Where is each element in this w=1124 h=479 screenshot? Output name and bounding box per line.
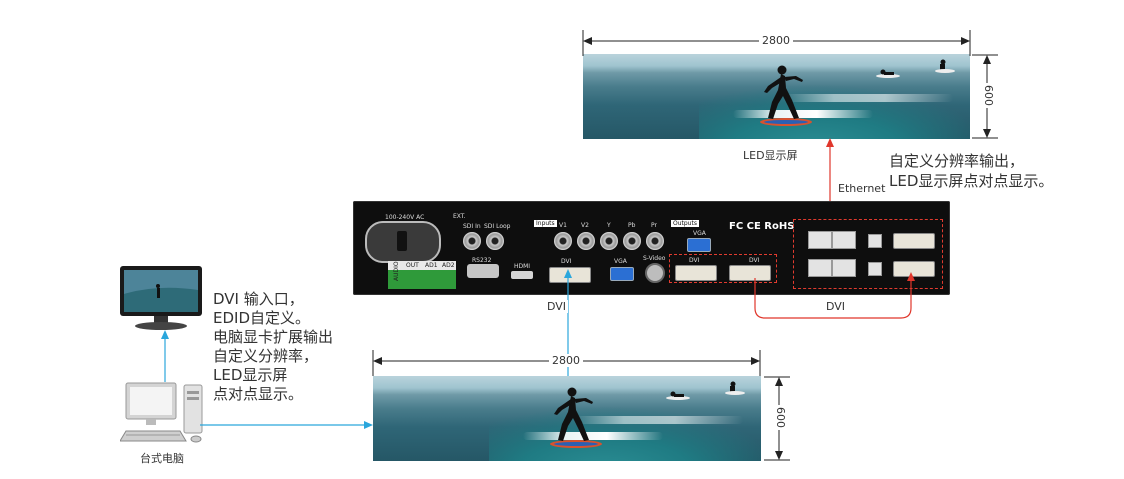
- hdmi-label: HDMI: [514, 263, 531, 270]
- wave-foam: [573, 416, 743, 424]
- sending-card-group: [793, 219, 943, 289]
- audio-out-label: OUT: [406, 262, 419, 269]
- dvi-out2-label: DVI: [749, 257, 760, 264]
- vga-out-label: VGA: [693, 230, 706, 237]
- audio-ad2-label: AD2: [442, 262, 455, 269]
- monitor-icon: [120, 266, 202, 330]
- usb-port-1: [868, 234, 882, 248]
- ethernet-port-1: [808, 231, 832, 249]
- dvi-input-label: DVI: [545, 300, 569, 313]
- bottom-height-label: 600: [774, 405, 787, 430]
- video-processor-back-panel: 100-240V AC OUT AD1 AD2 AUDIO EXT. SDI I…: [353, 201, 950, 295]
- sdi-loop-label: SDI Loop: [484, 223, 511, 230]
- dvi-loop-label: DVI: [824, 300, 848, 313]
- input-note-line: 自定义分辨率，: [213, 347, 319, 365]
- wave-foam: [783, 94, 953, 102]
- y-port: [600, 232, 618, 250]
- audio-ad1-label: AD1: [425, 262, 438, 269]
- input-note-line: 点对点显示。: [213, 385, 304, 403]
- distant-surfers: [876, 59, 955, 78]
- rs232-port: [467, 264, 499, 278]
- top-height-label: 600: [982, 83, 995, 108]
- bottom-led-screen-image: [373, 376, 761, 461]
- ethernet-port-4: [832, 259, 856, 277]
- dvi-out2-port: [729, 265, 771, 281]
- pc-to-screen-arrow: [200, 421, 373, 429]
- v1-port: [554, 232, 572, 250]
- dvi-out1-label: DVI: [689, 257, 700, 264]
- dvi-in-label: DVI: [561, 258, 572, 265]
- bottom-width-label: 2800: [549, 354, 583, 367]
- wave-foam: [733, 110, 873, 118]
- sdi-in-label: SDI In: [463, 223, 481, 230]
- wave-foam: [523, 432, 663, 440]
- computer-label: 台式电脑: [140, 452, 184, 465]
- output-note-line: LED显示屏点对点显示。: [889, 172, 1054, 190]
- svideo-port: [645, 263, 665, 283]
- rs232-label: RS232: [472, 257, 492, 264]
- outputs-label: Outputs: [671, 220, 699, 227]
- ethernet-label: Ethernet: [838, 182, 886, 195]
- svideo-label: S-Video: [643, 255, 666, 262]
- v1-label: V1: [559, 222, 567, 229]
- vga-in-port: [610, 267, 634, 281]
- surfer-figure: [550, 387, 602, 448]
- power-socket: [365, 221, 441, 263]
- pr-port: [646, 232, 664, 250]
- top-width-label: 2800: [759, 34, 793, 47]
- input-note-line: DVI 输入口，: [213, 290, 304, 308]
- y-label: Y: [607, 222, 611, 229]
- ethernet-port-3: [808, 259, 832, 277]
- surfer-figure: [760, 65, 812, 126]
- pb-port: [623, 232, 641, 250]
- pr-label: Pr: [651, 222, 657, 229]
- input-note-line: LED显示屏: [213, 366, 288, 384]
- top-screen-caption: LED显示屏: [743, 149, 798, 162]
- inputs-label: Inputs: [534, 220, 557, 227]
- vga-out-port: [687, 238, 711, 252]
- output-note: 自定义分辨率输出， LED显示屏点对点显示。: [889, 151, 1053, 191]
- certification-marks: FC CE RoHS: [729, 221, 795, 232]
- card-dvi-port-1: [893, 233, 935, 249]
- input-note-line: EDID自定义。: [213, 309, 311, 327]
- audio-terminal: [388, 261, 456, 289]
- power-label: 100-240V AC: [385, 214, 425, 221]
- hdmi-port: [511, 271, 533, 279]
- pc-to-monitor-arrow: [161, 330, 169, 382]
- ethernet-port-2: [832, 231, 856, 249]
- sdi-loop-port: [486, 232, 504, 250]
- dvi-loop-connection: [754, 272, 915, 319]
- input-note-line: 电脑显卡扩展输出: [213, 328, 334, 346]
- audio-label: AUDIO: [393, 261, 400, 281]
- top-led-screen-image: [583, 54, 970, 139]
- distant-surfers: [666, 381, 745, 400]
- dvi-out1-port: [675, 265, 717, 281]
- v2-port: [577, 232, 595, 250]
- card-dvi-port-2: [893, 261, 935, 277]
- ext-label: EXT.: [453, 213, 466, 220]
- v2-label: V2: [581, 222, 589, 229]
- pb-label: Pb: [628, 222, 636, 229]
- sdi-in-port: [463, 232, 481, 250]
- output-note-line: 自定义分辨率输出，: [889, 152, 1025, 170]
- desktop-computer-icon: [120, 382, 203, 443]
- usb-port-2: [868, 262, 882, 276]
- vga-in-label: VGA: [614, 258, 627, 265]
- input-note: DVI 输入口， EDID自定义。 电脑显卡扩展输出 自定义分辨率， LED显示…: [213, 290, 333, 404]
- dvi-output-group: [669, 254, 777, 283]
